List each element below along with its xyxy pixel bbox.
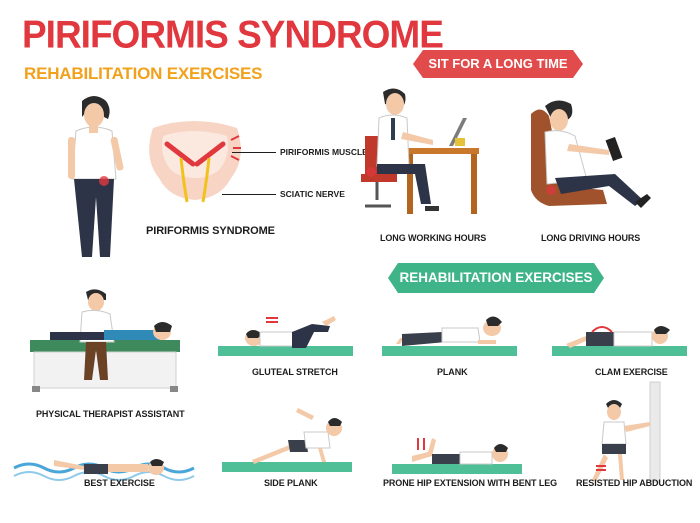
gluteal-stretch-caption: GLUTEAL STRETCH — [252, 367, 338, 377]
page-title: PIRIFORMIS SYNDROME — [22, 12, 444, 56]
plank-illustration — [382, 316, 517, 356]
rehab-banner: REHABILITATION EXERCISES — [388, 263, 604, 293]
sciatic-nerve-label: SCIATIC NERVE — [280, 189, 345, 199]
swimming-illustration — [13, 459, 195, 481]
clam-exercise-illustration — [552, 326, 687, 356]
clam-exercise-caption: CLAM EXERCISE — [595, 367, 668, 377]
best-exercise-caption: BEST EXERCISE — [84, 478, 155, 488]
therapist-illustration — [30, 289, 180, 392]
side-plank-illustration — [222, 408, 352, 472]
long-working-hours-caption: LONG WORKING HOURS — [380, 233, 487, 243]
sit-banner: SIT FOR A LONG TIME — [413, 50, 583, 78]
plank-caption: PLANK — [437, 367, 468, 377]
office-worker-illustration — [361, 88, 479, 214]
resisted-hip-abduction-caption: RESISTED HIP ABDUCTION — [576, 478, 693, 488]
side-plank-caption: SIDE PLANK — [264, 478, 318, 488]
piriformis-muscle-label: PIRIFORMIS MUSCLE — [280, 147, 368, 157]
nerve-leader-line — [222, 194, 276, 195]
long-driving-hours-caption: LONG DRIVING HOURS — [541, 233, 641, 243]
therapist-caption: PHYSICAL THERAPIST ASSISTANT — [36, 409, 185, 419]
page-subtitle: REHABILITATION EXERCISES — [24, 64, 263, 83]
prone-hip-extension-caption: PRONE HIP EXTENSION WITH BENT LEG — [383, 478, 558, 488]
gluteal-stretch-illustration — [218, 316, 353, 356]
piriformis-syndrome-caption: PIRIFORMIS SYNDROME — [146, 225, 275, 237]
resisted-hip-abduction-illustration — [592, 381, 661, 483]
prone-hip-extension-illustration — [392, 438, 522, 474]
muscle-leader-line — [232, 152, 276, 153]
standing-man-illustration — [68, 96, 124, 257]
pelvis-anatomy-illustration — [149, 121, 241, 203]
driver-illustration — [531, 100, 651, 208]
